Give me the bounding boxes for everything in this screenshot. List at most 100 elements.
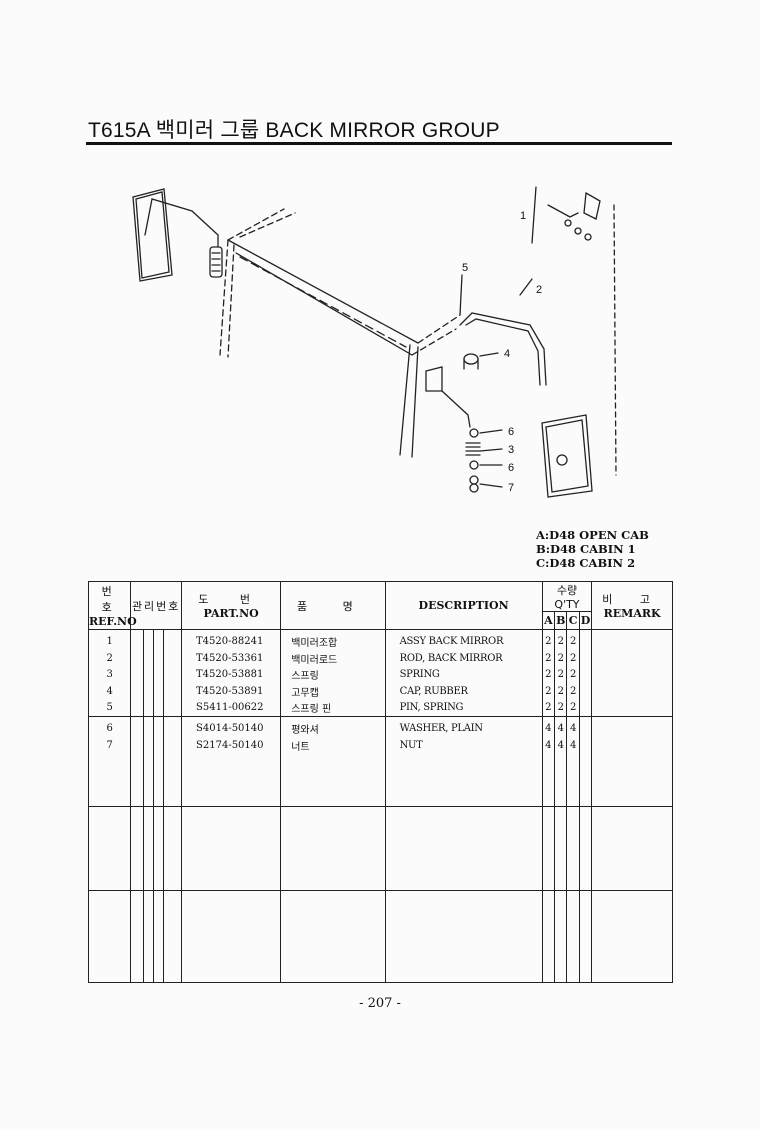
row-name: 백미러로드 (280, 650, 386, 667)
row-desc: WASHER, PLAIN (384, 720, 543, 737)
header-desc-en: DESCRIPTION (418, 599, 509, 612)
row-ref: 7 (87, 737, 132, 754)
header-ref-ko: 번 호 (101, 585, 118, 614)
row-qty-b: 2 (554, 633, 568, 650)
row-desc: ROD, BACK MIRROR (384, 650, 543, 667)
header-qty-a: A (541, 611, 556, 630)
row-qty-d (578, 650, 593, 667)
header-qty-d: D (578, 611, 593, 630)
row-name: 고무캡 (280, 683, 386, 700)
row-name: 백미러조합 (280, 633, 386, 650)
table-row: 2 T4520-53361 백미러로드 ROD, BACK MIRROR 2 2… (87, 650, 673, 667)
row-qty-d (578, 633, 593, 650)
left-mirror-illustration (132, 188, 223, 282)
row-qty-a: 4 (541, 737, 556, 754)
page-title: T615A 백미러 그룹 BACK MIRROR GROUP (88, 119, 500, 142)
row-name: 스프링 (280, 666, 386, 683)
row-part: T4520-53891 (181, 683, 282, 700)
row-part: T4520-88241 (181, 633, 282, 650)
page-number: - 207 - (359, 996, 401, 1011)
callout-4: 4 (504, 348, 510, 360)
callout-6a: 6 (508, 426, 514, 438)
row-name: 평와셔 (280, 720, 386, 737)
callout-7: 7 (508, 482, 514, 494)
row-desc: SPRING (384, 666, 543, 683)
legend-item-c: C:D48 CABIN 2 (536, 556, 636, 570)
table-row: 1 T4520-88241 백미러조합 ASSY BACK MIRROR 2 2… (87, 633, 673, 650)
header-mgmt: 관리번호 (130, 581, 183, 630)
mirror-rod (459, 312, 547, 386)
header-remark-ko: 비 고 (602, 593, 663, 606)
row-qty-c: 2 (566, 666, 580, 683)
row-part: T4520-53881 (181, 666, 282, 683)
row-qty-c: 2 (566, 650, 580, 667)
row-ref: 3 (87, 666, 132, 683)
row-qty-c: 2 (566, 699, 580, 717)
row-qty-d (578, 699, 593, 717)
row-ref: 4 (87, 683, 132, 700)
row-ref: 2 (87, 650, 132, 667)
legend-item-a: A:D48 OPEN CAB (536, 528, 649, 542)
header-part-en: PART.NO (203, 607, 259, 620)
row-qty-a: 2 (541, 683, 556, 700)
row-ref: 5 (87, 699, 132, 717)
row-name: 스프링 핀 (280, 699, 386, 717)
table-row: 4 T4520-53891 고무캡 CAP, RUBBER 2 2 2 (87, 683, 673, 700)
row-qty-a: 2 (541, 699, 556, 717)
header-desc: DESCRIPTION (384, 581, 543, 630)
header-name: 품 명 (280, 581, 386, 630)
right-mirror-illustration (541, 414, 593, 498)
row-part: S2174-50140 (181, 737, 282, 754)
row-qty-b: 2 (554, 650, 568, 667)
row-qty-a: 2 (541, 633, 556, 650)
header-part: 도 번 PART.NO (181, 581, 282, 630)
row-part: S5411-00622 (181, 699, 282, 717)
row-qty-c: 2 (566, 633, 580, 650)
row-desc: NUT (384, 737, 543, 754)
row-desc: ASSY BACK MIRROR (384, 633, 543, 650)
cab-frame-left (219, 208, 296, 358)
exploded-diagram: 1 2 3 4 5 6 6 7 (132, 186, 617, 498)
row-qty-c: 4 (566, 720, 580, 737)
callout-3a: 3 (508, 444, 514, 456)
parts-table: 번 호 REF.NO 관리번호 도 번 PART.NO 품 명 DESCRIPT… (87, 581, 673, 983)
row-part: T4520-53361 (181, 650, 282, 667)
row-desc: CAP, RUBBER (384, 683, 543, 700)
legend-item-b: B:D48 CABIN 1 (536, 542, 636, 556)
header-ref-en: REF.NO (89, 615, 137, 628)
header-mgmt-ko: 관리번호 (131, 599, 181, 613)
row-part: S4014-50140 (181, 720, 282, 737)
row-qty-a: 2 (541, 650, 556, 667)
row-desc: PIN, SPRING (384, 699, 543, 717)
row-qty-d (578, 683, 593, 700)
row-qty-a: 2 (541, 666, 556, 683)
row-qty-c: 2 (566, 683, 580, 700)
row-qty-d (578, 720, 593, 737)
table-row: 5 S5411-00622 스프링 핀 PIN, SPRING 2 2 2 (87, 699, 673, 717)
table-row: 6 S4014-50140 평와셔 WASHER, PLAIN 4 4 4 (87, 720, 673, 737)
row-qty-b: 2 (554, 699, 568, 717)
row-name: 너트 (280, 737, 386, 754)
header-qty-b: B (554, 611, 568, 630)
row-qty-b: 4 (554, 737, 568, 754)
header-name-ko: 품 명 (297, 599, 369, 613)
callout-6b: 6 (508, 462, 514, 474)
row-ref: 6 (87, 720, 132, 737)
header-remark-en: REMARK (603, 607, 661, 620)
model-legend: A:D48 OPEN CAB B:D48 CABIN 1 C:D48 CABIN… (536, 528, 649, 570)
row-qty-c: 4 (566, 737, 580, 754)
callout-2: 2 (536, 284, 542, 296)
header-ref: 번 호 REF.NO (87, 581, 137, 630)
mounting-hardware-detail (531, 186, 601, 244)
row-qty-d (578, 737, 593, 754)
callout-1: 1 (520, 210, 526, 222)
header-qty: 수량 Q'TY (541, 581, 593, 612)
callout-5: 5 (462, 262, 468, 274)
hardware-stack (465, 428, 481, 493)
cab-frame-top (227, 239, 419, 458)
row-ref: 1 (87, 633, 132, 650)
header-remark: 비 고 REMARK (591, 581, 673, 630)
row-qty-a: 4 (541, 720, 556, 737)
table-row: 3 T4520-53881 스프링 SPRING 2 2 2 (87, 666, 673, 683)
title-underline (86, 142, 672, 145)
